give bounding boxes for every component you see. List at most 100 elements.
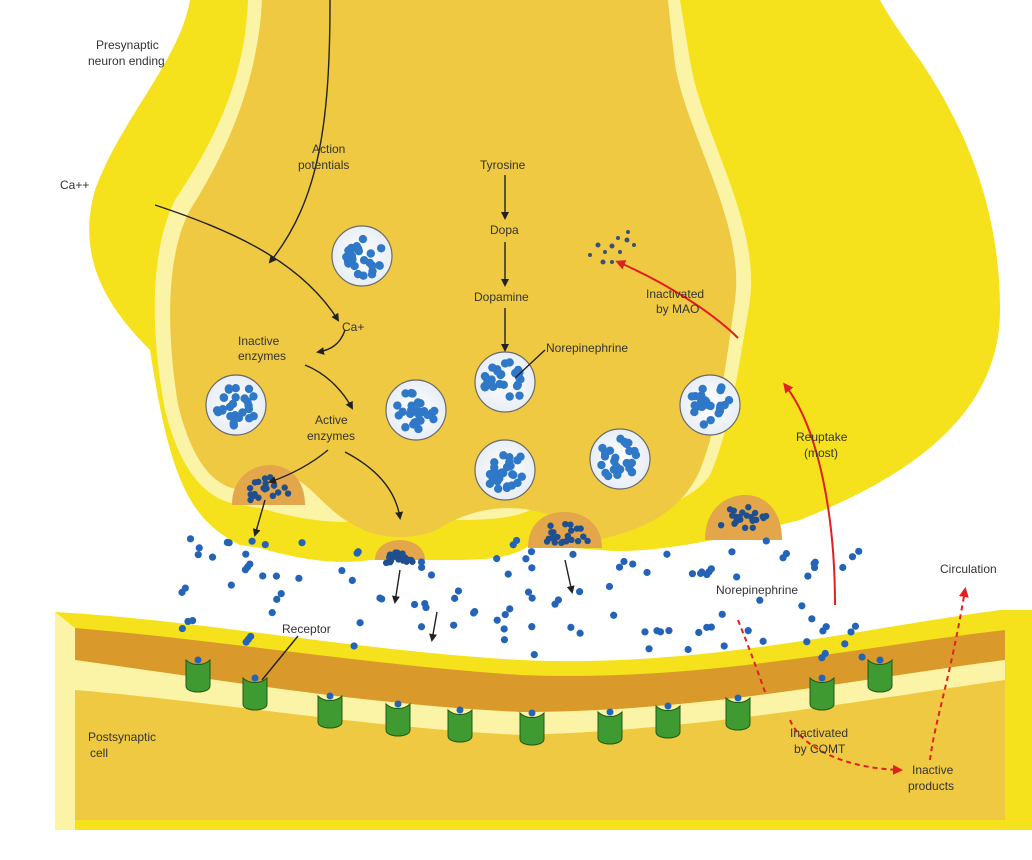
neurotransmitter-dot-icon bbox=[810, 563, 819, 572]
neurotransmitter-dot-icon bbox=[248, 537, 256, 545]
neurotransmitter-dot-icon bbox=[259, 572, 267, 580]
ca-inside-label: Ca+ bbox=[342, 320, 365, 334]
neurotransmitter-dot-icon bbox=[798, 602, 806, 610]
neurotransmitter-dot-icon bbox=[277, 590, 285, 598]
neurotransmitter-dot-icon bbox=[178, 624, 186, 633]
vesicle-icon bbox=[589, 428, 651, 490]
receptor-icon bbox=[317, 692, 343, 729]
neurotransmitter-dot-icon bbox=[524, 588, 533, 596]
action-label-1: Action bbox=[312, 142, 346, 156]
neurotransmitter-dot-icon bbox=[500, 625, 508, 633]
neurotransmitter-dot-icon bbox=[528, 594, 536, 602]
tyrosine-label: Tyrosine bbox=[480, 158, 526, 172]
receptor-icon bbox=[242, 674, 268, 711]
inactive-enzymes-label-2: enzymes bbox=[238, 349, 287, 363]
neurotransmitter-dot-icon bbox=[575, 588, 584, 596]
dopa-label: Dopa bbox=[490, 223, 519, 237]
neurotransmitter-dot-icon bbox=[500, 636, 509, 644]
neurotransmitter-dot-icon bbox=[573, 525, 581, 532]
neurotransmitter-dot-icon bbox=[260, 484, 267, 492]
neurotransmitter-dot-icon bbox=[554, 596, 562, 604]
neurotransmitter-dot-icon bbox=[543, 538, 551, 545]
neurotransmitter-dot-icon bbox=[851, 622, 860, 630]
neurotransmitter-dot-icon bbox=[563, 537, 570, 545]
mao-label-1: Inactivated bbox=[646, 287, 705, 301]
ca-enzyme-arrow bbox=[316, 329, 346, 355]
black-arrows bbox=[154, 0, 575, 681]
norepinephrine-vesicle-label: Norepinephrine bbox=[546, 341, 629, 355]
reuptake-label-1: Reuptake bbox=[796, 430, 848, 444]
neurotransmitter-dot-icon bbox=[422, 603, 430, 612]
neurotransmitter-dot-icon bbox=[246, 560, 254, 568]
neurotransmitter-dot-icon bbox=[730, 507, 738, 514]
neurotransmitter-dot-icon bbox=[410, 600, 419, 609]
neurotransmitter-dot-icon bbox=[574, 537, 582, 545]
neurotransmitter-dot-icon bbox=[208, 553, 217, 561]
ca-outside-label: Ca++ bbox=[60, 178, 90, 192]
neurotransmitter-dot-icon bbox=[698, 568, 706, 576]
enzyme-activation-arrow bbox=[304, 364, 353, 410]
active-to-release-1 bbox=[268, 449, 329, 484]
postsynaptic-label-2: cell bbox=[90, 746, 109, 760]
neurotransmitter-dot-icon bbox=[615, 563, 624, 571]
neurotransmitter-dot-icon bbox=[733, 573, 741, 581]
inactive-enzymes-label-1: Inactive bbox=[238, 334, 280, 348]
neurotransmitter-dot-icon bbox=[749, 517, 756, 524]
neurotransmitter-dot-icon bbox=[242, 550, 250, 558]
neurotransmitter-dot-icon bbox=[284, 490, 292, 497]
neurotransmitter-dot-icon bbox=[184, 617, 192, 626]
neurotransmitter-dot-icon bbox=[227, 581, 235, 589]
action-label-2: potentials bbox=[298, 158, 350, 172]
neurotransmitter-dot-icon bbox=[273, 595, 281, 603]
neurotransmitter-dot-icon bbox=[808, 615, 816, 623]
receptor-icon bbox=[655, 702, 681, 739]
neurotransmitter-dot-icon bbox=[506, 605, 514, 613]
neurotransmitter-dot-icon bbox=[567, 527, 575, 534]
mao-label-2: by MAO bbox=[656, 302, 700, 316]
active-enzymes-label-2: enzymes bbox=[307, 429, 356, 443]
neurotransmitter-dot-icon bbox=[261, 475, 269, 482]
receptor-group bbox=[185, 656, 893, 746]
neurotransmitter-dot-icon bbox=[493, 616, 501, 624]
neurotransmitter-dot-icon bbox=[298, 539, 306, 547]
neurotransmitter-dot-icon bbox=[576, 629, 584, 637]
neurotransmitter-dot-icon bbox=[268, 609, 276, 617]
active-enzymes-label-1: Active bbox=[315, 413, 348, 427]
vesicle-icon bbox=[679, 374, 741, 436]
receptor-icon bbox=[447, 706, 473, 743]
neurotransmitter-dot-icon bbox=[841, 640, 849, 648]
neurotransmitter-dot-icon bbox=[387, 557, 395, 564]
neurotransmitter-dot-icon bbox=[530, 650, 538, 659]
neurotransmitter-dot-icon bbox=[645, 645, 653, 653]
vesicle-icon bbox=[331, 225, 393, 287]
neurotransmitter-dot-icon bbox=[567, 521, 574, 528]
postsynaptic-brown-layer bbox=[75, 628, 1005, 712]
neurotransmitter-dot-icon bbox=[562, 520, 569, 528]
neurotransmitter-dot-icon bbox=[274, 489, 282, 496]
neurotransmitter-dot-icon bbox=[512, 536, 521, 545]
receptor-pointer bbox=[261, 635, 299, 681]
neurotransmitter-dot-icon bbox=[605, 582, 614, 591]
inactive-products-label-1: Inactive bbox=[912, 763, 954, 777]
receptor-label: Receptor bbox=[282, 622, 331, 636]
neurotransmitter-dot-icon bbox=[749, 524, 756, 531]
neurotransmitter-dot-icon bbox=[569, 550, 577, 558]
neurotransmitter-dot-icon bbox=[731, 520, 738, 527]
neurotransmitter-dot-icon bbox=[493, 555, 501, 563]
neurotransmitter-dot-icon bbox=[248, 491, 255, 499]
vesicle-icon bbox=[205, 374, 267, 436]
neurotransmitter-dot-icon bbox=[847, 628, 855, 636]
receptor-icon bbox=[597, 708, 623, 745]
neurotransmitter-dot-icon bbox=[720, 642, 728, 650]
neurotransmitter-dot-icon bbox=[718, 610, 726, 618]
neurotransmitter-dot-icon bbox=[729, 512, 736, 519]
neurotransmitter-dot-icon bbox=[338, 566, 346, 575]
synaptic-cleft bbox=[0, 560, 1032, 653]
receptor-icon bbox=[809, 674, 835, 711]
ca-influx-arrow bbox=[154, 204, 340, 322]
neurotransmitter-dot-icon bbox=[688, 570, 697, 578]
neurotransmitter-dot-icon bbox=[629, 560, 637, 568]
products-arrow bbox=[789, 719, 903, 775]
neurotransmitter-dot-icon bbox=[558, 539, 565, 547]
